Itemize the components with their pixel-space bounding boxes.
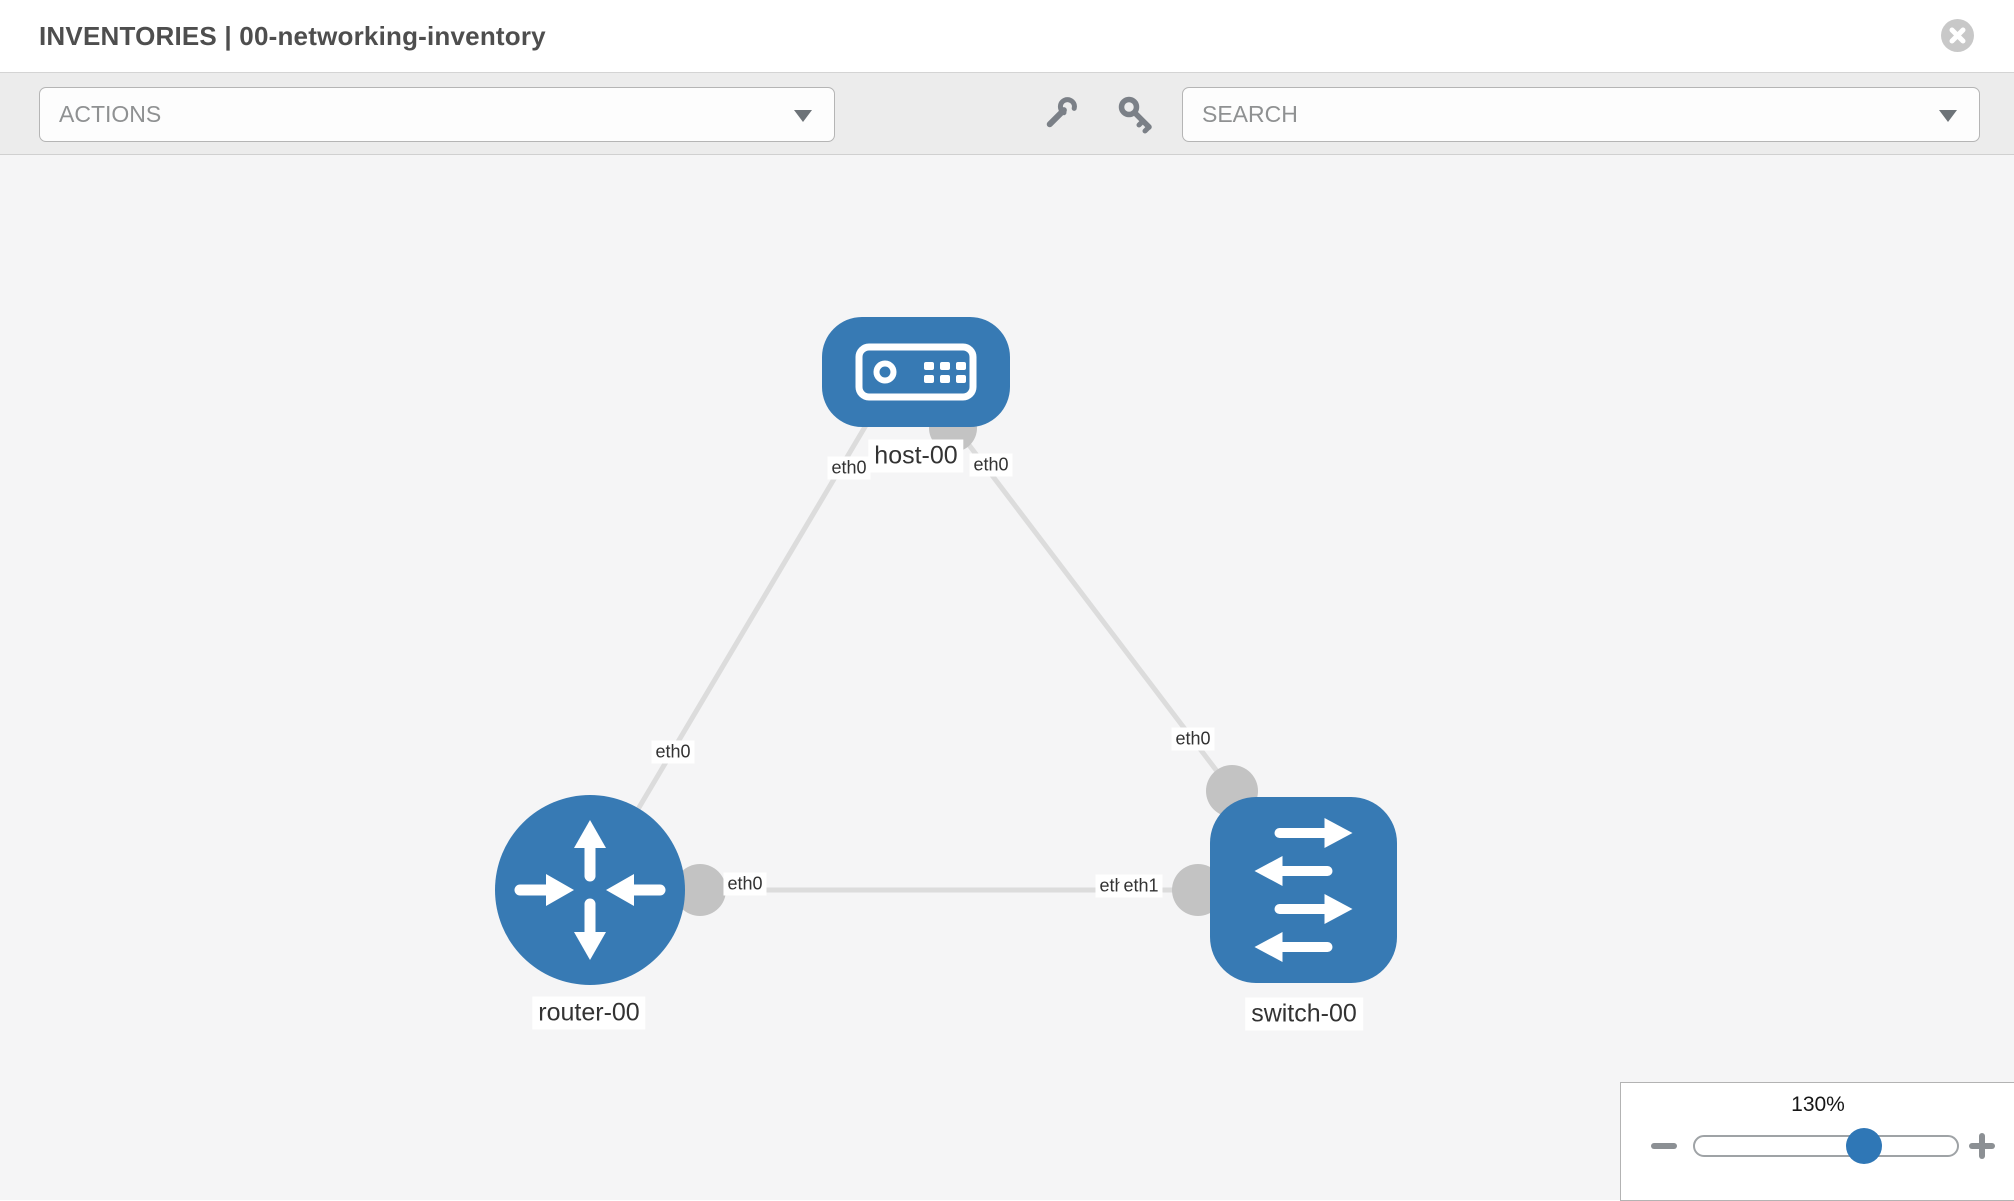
toolbar: ACTIONS SEARCH (0, 72, 2014, 155)
zoom-panel: 130% (1620, 1082, 2014, 1201)
router-icon (606, 874, 634, 906)
host-icon (940, 362, 950, 370)
zoom-level-value: 130% (1791, 1093, 1845, 1116)
host-icon (855, 343, 977, 401)
host-icon (924, 362, 934, 370)
key-icon[interactable] (1115, 94, 1157, 136)
header-bar: INVENTORIES | 00-networking-inventory (0, 0, 2014, 72)
node-switch-00[interactable] (1210, 797, 1397, 983)
zoom-slider-track[interactable] (1693, 1128, 1959, 1164)
switch-icon (1254, 856, 1283, 886)
topology-svg (495, 317, 1397, 985)
actions-dropdown-label: ACTIONS (59, 101, 162, 127)
switch-icon (1254, 932, 1283, 962)
node-label: host-00 (868, 439, 964, 473)
interface-label: eth0 (969, 453, 1013, 477)
host-icon (873, 360, 897, 384)
interface-label: eth0 (651, 740, 695, 764)
zoom-out-button[interactable] (1651, 1143, 1677, 1149)
page-title: INVENTORIES | 00-networking-inventory (39, 21, 546, 51)
zoom-in-button[interactable] (1969, 1133, 1995, 1159)
router-icon (546, 874, 574, 906)
node-router-00[interactable] (495, 795, 685, 985)
host-icon (924, 375, 934, 383)
chevron-down-icon (794, 110, 812, 122)
interface-connector[interactable] (674, 864, 726, 916)
search-dropdown[interactable]: SEARCH (1182, 87, 1980, 142)
search-dropdown-label: SEARCH (1202, 101, 1298, 127)
chevron-down-icon (1939, 110, 1957, 122)
switch-icon (1324, 818, 1353, 848)
host-icon (956, 375, 966, 383)
node-label: switch-00 (1245, 997, 1363, 1031)
host-icon (956, 362, 966, 370)
node-host-00[interactable] (822, 317, 1010, 427)
plus-icon (1979, 1133, 1985, 1159)
host-icon (940, 375, 950, 383)
switch-icon (1324, 894, 1353, 924)
wrench-icon[interactable] (1045, 94, 1087, 136)
interface-label: eth1 (1119, 874, 1163, 898)
zoom-slider-thumb[interactable] (1846, 1128, 1882, 1164)
router-icon (574, 820, 606, 848)
interface-label: eth0 (1171, 727, 1215, 751)
close-button[interactable] (1941, 19, 1974, 52)
interface-label: eth0 (723, 872, 767, 896)
node-label: router-00 (532, 996, 646, 1030)
router-icon (574, 932, 606, 960)
close-icon (1949, 27, 1966, 44)
actions-dropdown[interactable]: ACTIONS (39, 87, 835, 142)
interface-label: eth0 (827, 456, 871, 480)
